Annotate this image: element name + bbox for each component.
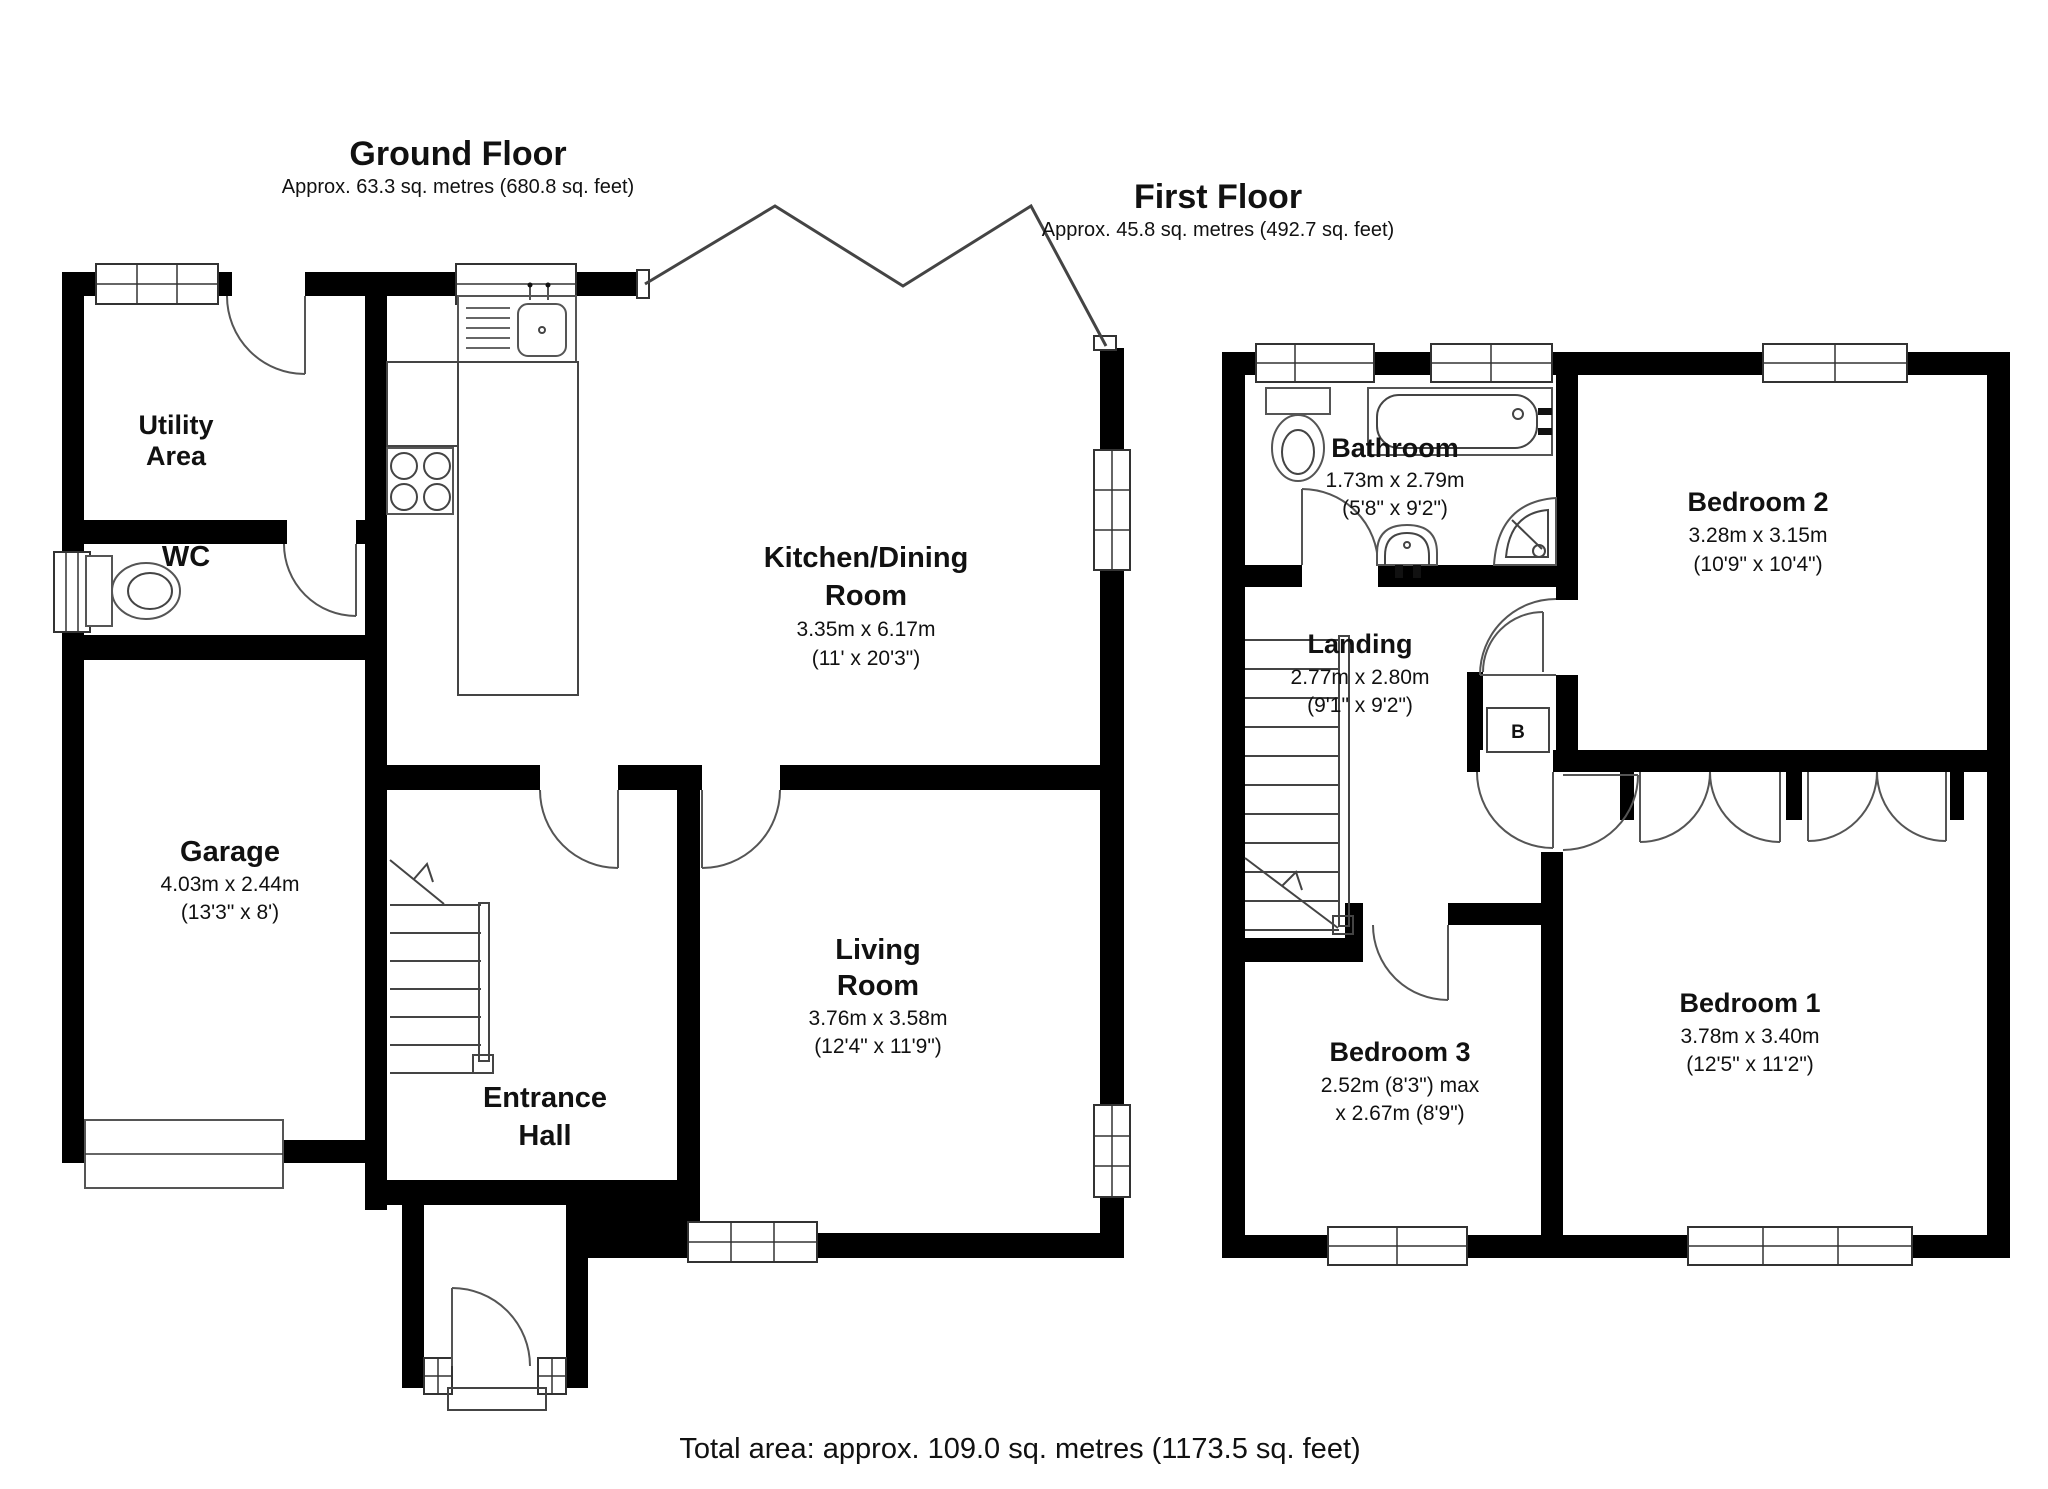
bedroom3-dim1: 2.52m (8'3") max bbox=[1321, 1074, 1480, 1097]
wash-basin bbox=[1376, 523, 1438, 578]
kitchen-label: Kitchen/Dining bbox=[764, 542, 969, 574]
boiler-cupboard-hatch bbox=[1482, 611, 1544, 673]
total-area-text: Total area: approx. 109.0 sq. metres (11… bbox=[679, 1433, 1360, 1465]
first-floor-title: First Floor bbox=[1134, 178, 1302, 216]
bedroom3-dim2: x 2.67m (8'9") bbox=[1335, 1102, 1464, 1125]
bedroom2-dim-m: 3.28m x 3.15m bbox=[1689, 524, 1828, 547]
bathroom-dim-m: 1.73m x 2.79m bbox=[1326, 469, 1465, 492]
living-room-door bbox=[701, 789, 781, 869]
first-floor-plan: First Floor Approx. 45.8 sq. metres (492… bbox=[1042, 178, 2010, 1266]
bedroom2-label: Bedroom 2 bbox=[1687, 487, 1828, 517]
first-floor-labels: Bathroom 1.73m x 2.79m (5'8" x 9'2") Bed… bbox=[1291, 433, 1829, 1125]
ground-floor-walls bbox=[62, 269, 1124, 1388]
first-floor-doors bbox=[1301, 488, 1947, 1001]
kitchen-door bbox=[539, 789, 619, 869]
kitchen-label2: Room bbox=[825, 580, 907, 612]
utility-window bbox=[95, 263, 219, 305]
ground-floor-labels: Utility Area WC Garage 4.03m x 2.44m (13… bbox=[138, 410, 968, 1152]
bedroom3-door bbox=[1372, 924, 1449, 1001]
boiler-cupboard: B bbox=[1486, 707, 1550, 753]
boiler-label: B bbox=[1511, 722, 1525, 743]
bathroom-fixtures bbox=[1265, 387, 1557, 578]
kitchen-fixtures bbox=[386, 282, 579, 696]
utility-label: Utility bbox=[138, 410, 213, 440]
kitchen-side-window bbox=[1093, 449, 1131, 571]
cupboard-door bbox=[1476, 771, 1554, 849]
bedroom1-dim-m: 3.78m x 3.40m bbox=[1681, 1025, 1820, 1048]
ground-stairs bbox=[389, 859, 494, 1074]
utility-label2: Area bbox=[146, 441, 207, 471]
wc-window bbox=[53, 551, 91, 633]
landing-dim-ft: (9'1" x 9'2") bbox=[1307, 694, 1413, 717]
living-bottom-window bbox=[687, 1221, 818, 1263]
hob bbox=[386, 447, 454, 515]
ground-floor-windows bbox=[53, 263, 1131, 1395]
bedroom1-dim-ft: (12'5" x 11'2") bbox=[1686, 1053, 1814, 1076]
kitchen-worktop bbox=[457, 361, 579, 696]
ground-floor-doors bbox=[226, 295, 781, 1367]
toilet bbox=[1265, 387, 1331, 482]
bedroom2-window bbox=[1762, 343, 1908, 383]
first-floor-stairs bbox=[1244, 635, 1354, 935]
wc-door bbox=[283, 543, 357, 617]
living-side-window bbox=[1093, 1104, 1131, 1198]
corner-shower bbox=[1492, 496, 1557, 566]
bedroom3-label: Bedroom 3 bbox=[1329, 1037, 1470, 1067]
living-label: Living bbox=[835, 934, 920, 966]
first-floor-subtitle: Approx. 45.8 sq. metres (492.7 sq. feet) bbox=[1042, 219, 1394, 241]
bathroom-dim-ft: (5'8" x 9'2") bbox=[1342, 497, 1448, 520]
living-dim-m: 3.76m x 3.58m bbox=[809, 1007, 948, 1030]
garage-dim-m: 4.03m x 2.44m bbox=[161, 873, 300, 896]
kitchen-dim-ft: (11' x 20'3") bbox=[812, 647, 920, 670]
ground-floor-subtitle: Approx. 63.3 sq. metres (680.8 sq. feet) bbox=[282, 176, 634, 198]
open-boundary-zigzag bbox=[644, 203, 1108, 347]
living-label2: Room bbox=[837, 970, 919, 1002]
bedroom1-door bbox=[1562, 774, 1639, 851]
bedroom1-wardrobe-doors bbox=[1639, 771, 1947, 843]
kitchen-worktop-return bbox=[386, 361, 459, 447]
bathroom-label: Bathroom bbox=[1331, 433, 1459, 463]
wc-label: WC bbox=[162, 541, 210, 573]
bedroom3-window bbox=[1327, 1226, 1468, 1266]
garage-dim-ft: (13'3" x 8') bbox=[181, 901, 279, 924]
front-door bbox=[451, 1287, 531, 1367]
ground-floor-title: Ground Floor bbox=[349, 135, 566, 173]
porch-step bbox=[447, 1387, 547, 1411]
bathroom-window-right bbox=[1430, 343, 1553, 383]
landing-dim-m: 2.77m x 2.80m bbox=[1291, 666, 1430, 689]
utility-door bbox=[226, 295, 306, 375]
garage-label: Garage bbox=[180, 836, 280, 868]
bathroom-window-left bbox=[1255, 343, 1375, 383]
landing-label: Landing bbox=[1308, 629, 1413, 659]
wc-toilet bbox=[85, 555, 181, 627]
living-dim-ft: (12'4" x 11'9") bbox=[814, 1035, 942, 1058]
first-floor-walls bbox=[1222, 352, 2010, 1258]
bedroom1-window bbox=[1687, 1226, 1913, 1266]
hall-label2: Hall bbox=[518, 1120, 571, 1152]
hall-label: Entrance bbox=[483, 1082, 607, 1114]
sink-unit bbox=[457, 282, 577, 363]
bathtub bbox=[1367, 387, 1553, 456]
bedroom2-door bbox=[1479, 598, 1557, 676]
ground-floor-plan: Ground Floor Approx. 63.3 sq. metres (68… bbox=[53, 135, 1131, 1411]
kitchen-dim-m: 3.35m x 6.17m bbox=[797, 618, 936, 641]
first-floor-windows bbox=[1255, 343, 1913, 1266]
bedroom1-label: Bedroom 1 bbox=[1679, 988, 1820, 1018]
bedroom2-dim-ft: (10'9" x 10'4") bbox=[1693, 553, 1822, 576]
